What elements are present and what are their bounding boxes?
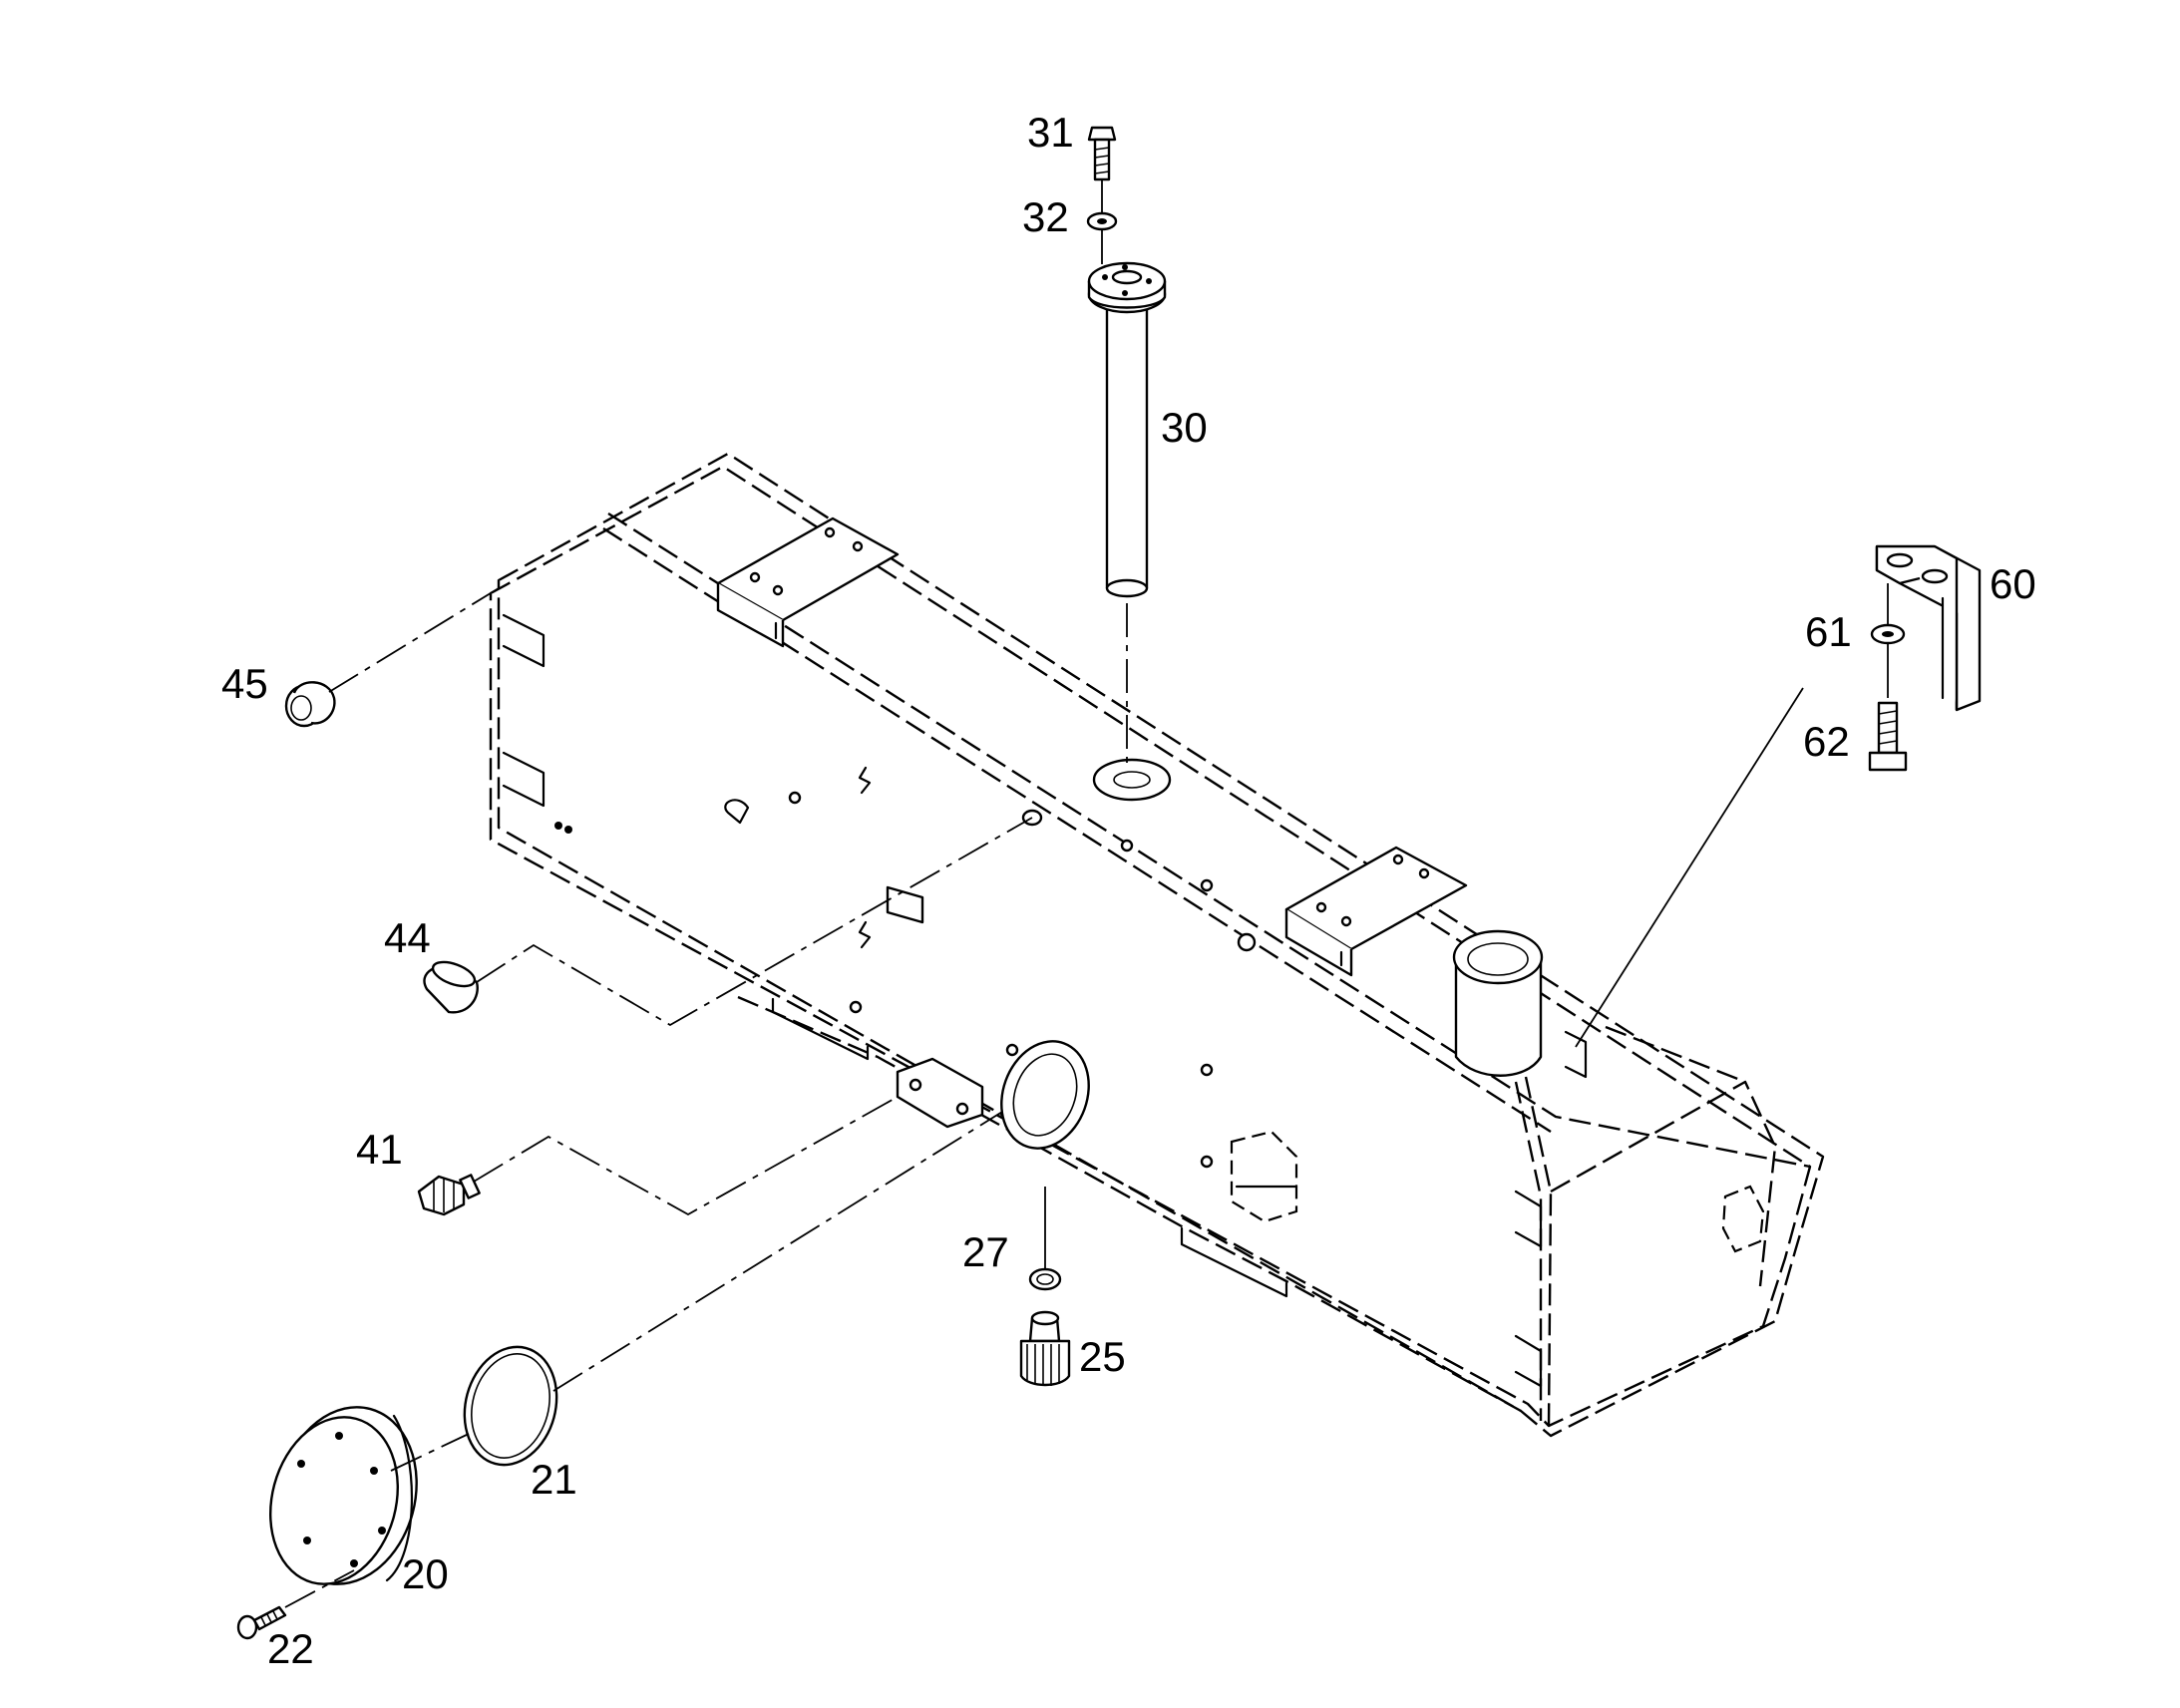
part-31-bolt (1087, 126, 1117, 181)
filler-neck (1452, 929, 1588, 1079)
part-20-cover-plate (268, 1406, 418, 1585)
tank-studs (554, 791, 1257, 1169)
part-44-plug (423, 960, 479, 1014)
part-22-screw (236, 1605, 287, 1640)
sender-mount-ring (1092, 758, 1172, 802)
callout-45: 45 (221, 660, 268, 707)
part-21-oring (463, 1345, 558, 1467)
callout-27: 27 (962, 1228, 1009, 1275)
callout-25: 25 (1079, 1333, 1126, 1380)
strap-right (1284, 846, 1468, 977)
drain-flange (1000, 1040, 1090, 1150)
part-25-drain-plug (1019, 1310, 1071, 1387)
callout-31: 31 (1027, 109, 1074, 156)
part-60-bracket (1875, 544, 1982, 712)
inspection-port (1230, 1130, 1298, 1223)
part-45-plug (284, 681, 336, 728)
callout-62: 62 (1803, 718, 1850, 765)
callout-20: 20 (402, 1550, 449, 1597)
callout-41: 41 (356, 1126, 403, 1173)
strap-left (716, 516, 900, 648)
part-62-bolt (1868, 701, 1908, 772)
tank-body (489, 452, 1825, 1438)
callout-labels: 31 32 30 60 61 62 45 44 41 27 25 21 20 2… (221, 109, 2036, 1672)
callout-60: 60 (1990, 560, 2036, 607)
callout-61: 61 (1805, 608, 1852, 655)
part-41-fitting (417, 1174, 481, 1216)
callout-32: 32 (1022, 193, 1069, 240)
part-30-sender-tube (1087, 261, 1167, 598)
callout-44: 44 (384, 914, 431, 961)
part-27-washer (1028, 1267, 1062, 1291)
callout-22: 22 (267, 1625, 314, 1672)
callout-21: 21 (531, 1456, 577, 1503)
callout-30: 30 (1161, 404, 1208, 451)
